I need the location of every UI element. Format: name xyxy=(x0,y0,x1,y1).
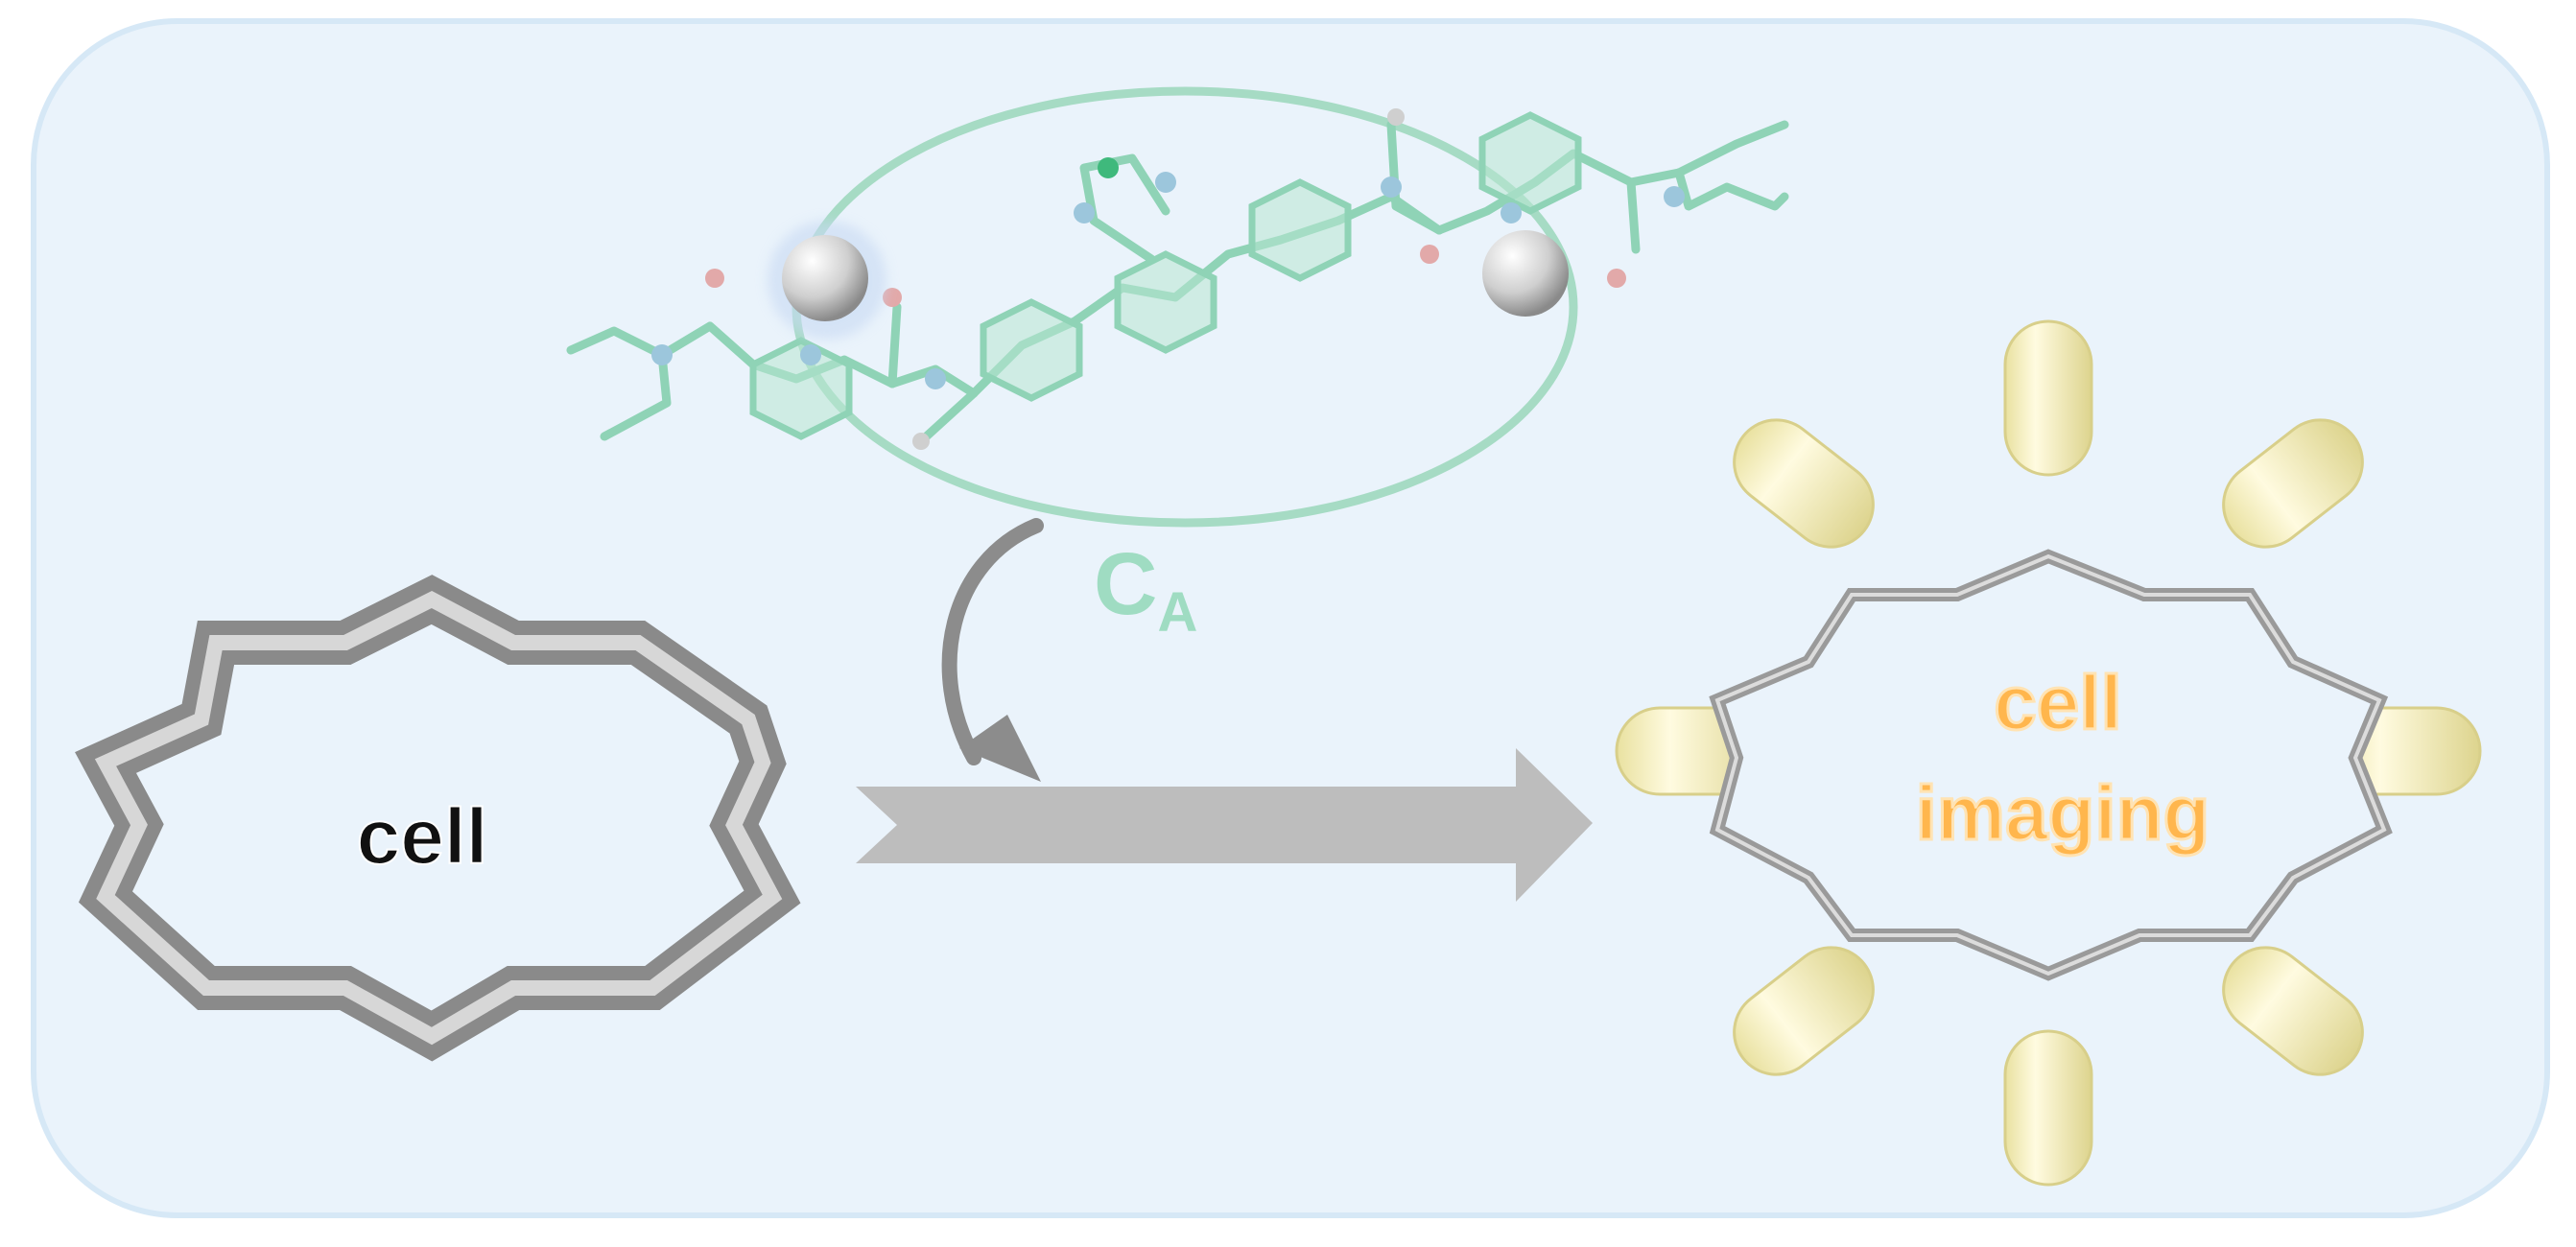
o-atom xyxy=(1420,245,1439,264)
n-atom xyxy=(1074,202,1095,224)
metal-ball-left xyxy=(782,235,868,321)
left-cell-label: cell xyxy=(357,793,488,881)
ring-5 xyxy=(1478,111,1582,215)
reaction-arrow xyxy=(856,748,1593,902)
n-atom xyxy=(1501,202,1522,224)
ring-2 xyxy=(980,298,1083,402)
ring-4 xyxy=(1248,178,1352,282)
atom xyxy=(1387,108,1405,126)
molecule-backbone xyxy=(566,120,1789,446)
capsule-top xyxy=(2003,319,2093,477)
imaging-cell-membrane-highlight xyxy=(1714,553,2387,976)
n-atom xyxy=(1381,176,1402,198)
ring-3 xyxy=(1114,250,1217,354)
aromatic-rings xyxy=(749,111,1582,440)
capsule-bottom-right xyxy=(2222,946,2364,1076)
n-atom xyxy=(1155,172,1176,193)
o-atom xyxy=(705,269,724,288)
cl-atom xyxy=(1098,157,1119,178)
atom xyxy=(912,433,930,450)
catalyst-label: CA xyxy=(1094,535,1197,644)
n-atom xyxy=(800,344,821,365)
n-atom xyxy=(651,344,673,365)
capsule-bottom-left xyxy=(1733,946,1875,1076)
imaging-cell: cell imaging xyxy=(1615,319,2482,1187)
imaging-label-line1: cell xyxy=(1994,660,2121,745)
heteroatoms xyxy=(651,108,1685,450)
o-atom xyxy=(1607,269,1626,288)
catalyst-molecule xyxy=(566,86,1789,528)
left-cell-membrane-highlight xyxy=(94,591,783,1046)
capsule-bottom xyxy=(2003,1029,2093,1187)
n-atom xyxy=(925,368,946,389)
o-atom xyxy=(883,288,902,307)
ring-1 xyxy=(749,337,853,440)
imaging-label-line2: imaging xyxy=(1916,770,2210,856)
capsule-top-right xyxy=(2222,418,2364,549)
metal-ball-right xyxy=(1482,230,1569,317)
n-atom xyxy=(1664,186,1685,207)
capsule-top-left xyxy=(1733,418,1875,549)
curved-arrow xyxy=(941,518,1044,782)
left-cell: cell xyxy=(75,575,801,1062)
